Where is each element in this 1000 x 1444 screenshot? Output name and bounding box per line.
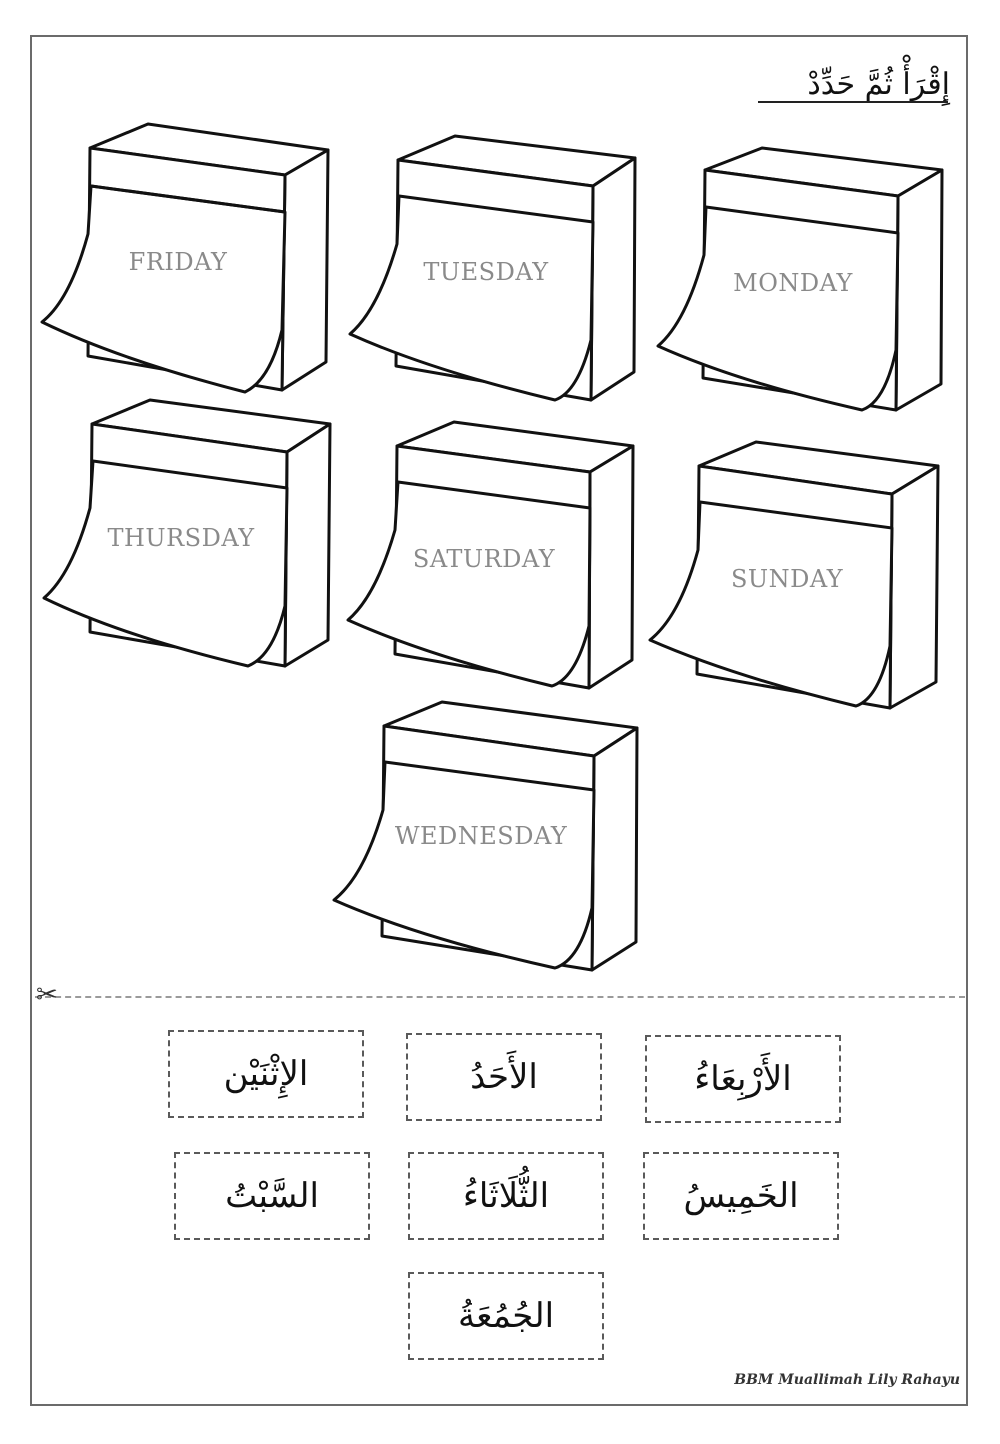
cutout-text: الجُمُعَةُ (457, 1296, 555, 1336)
cutout-card-friday[interactable]: الجُمُعَةُ (408, 1272, 604, 1360)
day-label-sunday: SUNDAY (731, 565, 844, 593)
instruction-underline (758, 101, 948, 103)
cutout-text: الثُّلَاثَاءُ (462, 1176, 550, 1216)
scissors-icon: ✂ (36, 980, 58, 1010)
cutout-card-thursday[interactable]: الخَمِيسُ (643, 1152, 839, 1240)
day-label-monday: MONDAY (733, 269, 853, 297)
cutout-card-monday[interactable]: الإِثْنَيْن (168, 1030, 364, 1118)
cutout-card-wednesday[interactable]: الأَرْبِعَاءُ (645, 1035, 841, 1123)
cutout-text: الإِثْنَيْن (223, 1054, 309, 1094)
worksheet-frame (30, 35, 968, 1406)
calendar-tuesday (348, 134, 637, 402)
calendar-friday (40, 122, 330, 394)
day-label-friday: FRIDAY (129, 248, 228, 276)
cutout-text: السَّبْتُ (225, 1176, 319, 1216)
calendar-sunday (648, 440, 940, 710)
calendar-thursday (42, 398, 332, 668)
cutout-card-saturday[interactable]: السَّبْتُ (174, 1152, 370, 1240)
cutout-card-sunday[interactable]: الأَحَدُ (406, 1033, 602, 1121)
calendar-wednesday (332, 700, 639, 972)
calendar-monday (656, 146, 944, 412)
cutout-text: الأَحَدُ (470, 1057, 538, 1097)
cutout-text: الخَمِيسُ (683, 1176, 799, 1216)
day-label-thursday: THURSDAY (107, 524, 255, 552)
cut-line (35, 996, 965, 998)
calendar-saturday (346, 420, 635, 690)
day-label-tuesday: TUESDAY (423, 258, 549, 286)
cutout-card-tuesday[interactable]: الثُّلَاثَاءُ (408, 1152, 604, 1240)
cutout-text: الأَرْبِعَاءُ (694, 1059, 792, 1099)
day-label-wednesday: WEDNESDAY (395, 822, 568, 850)
credit-signature: BBM Muallimah Lily Rahayu (734, 1372, 960, 1388)
instruction-heading: إِقْرَأْ ثُمَّ حَدِّدْ (807, 67, 950, 102)
day-label-saturday: SATURDAY (413, 545, 556, 573)
